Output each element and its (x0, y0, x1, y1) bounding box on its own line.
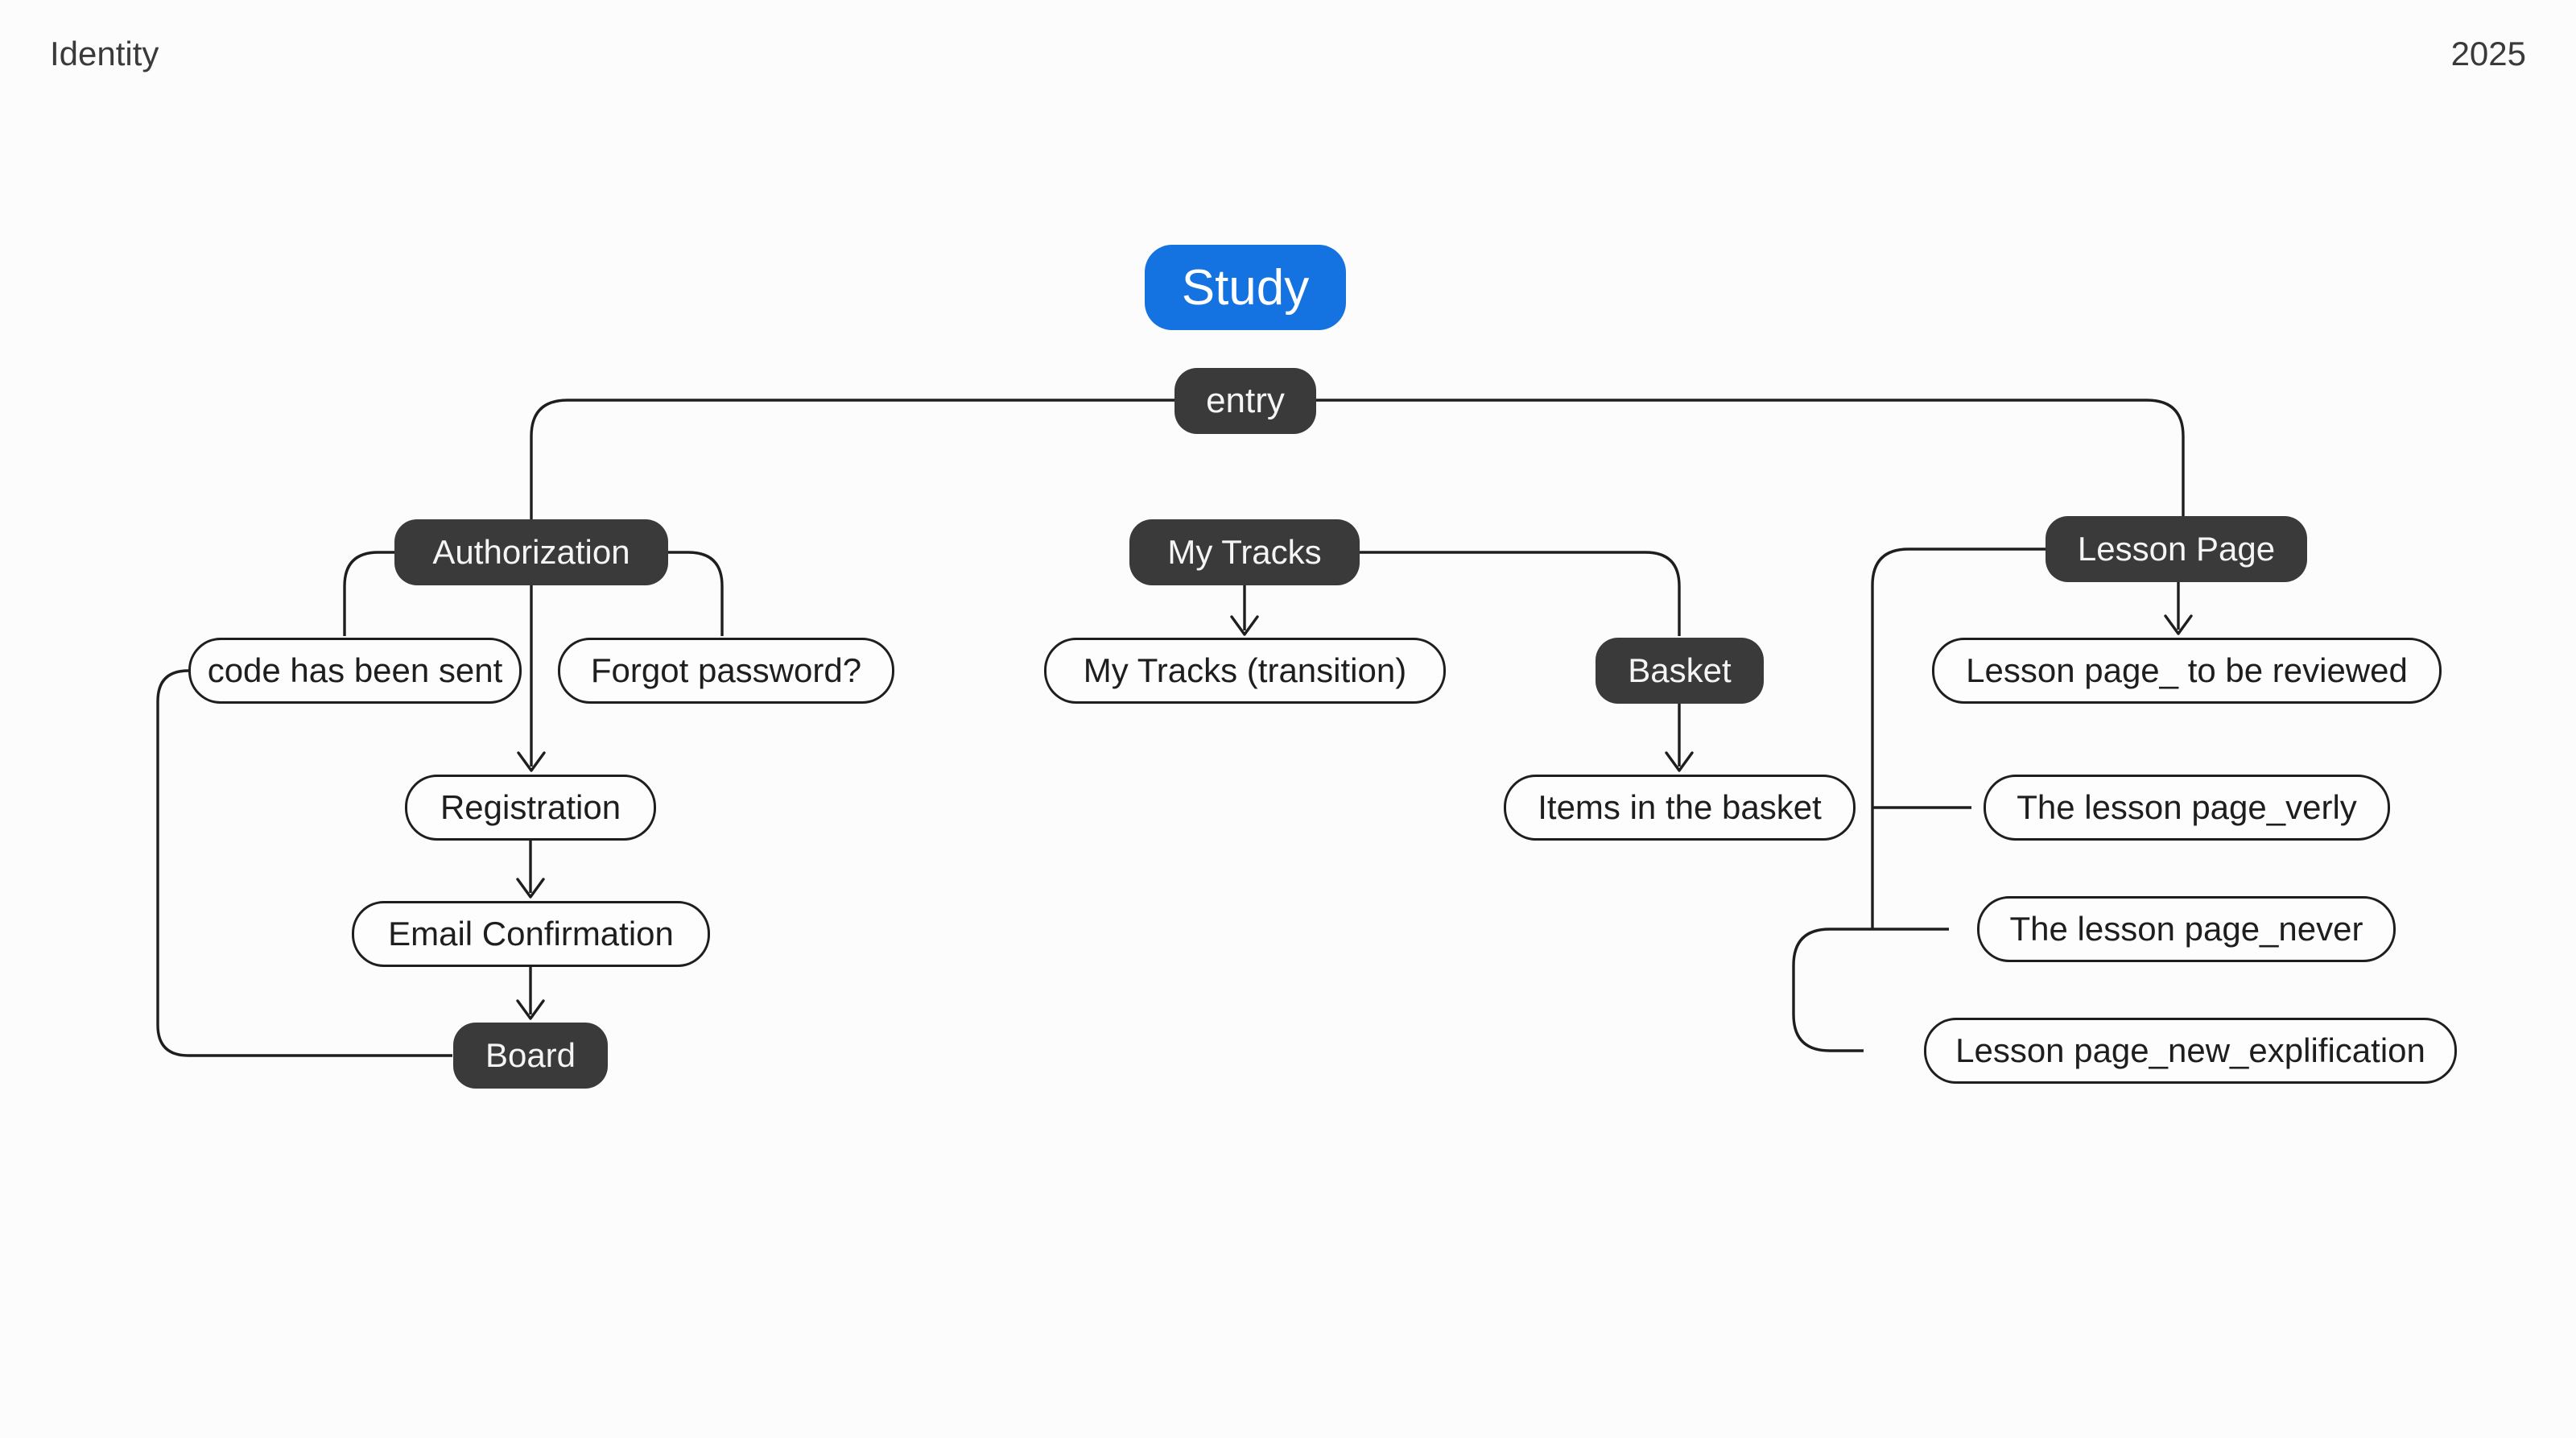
arrowhead-email (516, 878, 545, 899)
node-entry-label: entry (1206, 381, 1285, 420)
node-forgot-password-label: Forgot password? (590, 651, 862, 689)
node-items-in-basket-label: Items in the basket (1538, 788, 1822, 826)
board-year: 2025 (2450, 35, 2526, 72)
node-registration-label: Registration (440, 788, 621, 826)
arrowhead-board (516, 999, 545, 1020)
node-board-label: Board (485, 1036, 576, 1074)
node-my-tracks-label: My Tracks (1167, 533, 1322, 571)
node-my-tracks-transition-label: My Tracks (transition) (1083, 651, 1407, 689)
connector-spine-explification (1792, 928, 1872, 1052)
node-lesson-page-never[interactable]: The lesson page_never (1977, 896, 2396, 962)
connector-code-sent-board (156, 669, 452, 1057)
node-code-has-been-sent-label: code has been sent (207, 651, 503, 689)
connector-authorization-forgot-password (668, 551, 724, 636)
node-lesson-page-new-explification[interactable]: Lesson page_new_explification (1924, 1018, 2457, 1084)
node-lesson-page-verly[interactable]: The lesson page_verly (1984, 775, 2390, 841)
node-email-confirmation-label: Email Confirmation (388, 915, 674, 952)
connector-lesson-spine (1871, 548, 2046, 929)
node-my-tracks-transition[interactable]: My Tracks (transition) (1044, 638, 1446, 704)
node-my-tracks[interactable]: My Tracks (1129, 519, 1360, 585)
node-study[interactable]: Study (1145, 245, 1346, 330)
node-lesson-page-to-be-reviewed[interactable]: Lesson page_ to be reviewed (1932, 638, 2442, 704)
board-title: Identity (50, 35, 159, 72)
node-forgot-password[interactable]: Forgot password? (558, 638, 894, 704)
node-items-in-basket[interactable]: Items in the basket (1504, 775, 1856, 841)
node-registration[interactable]: Registration (405, 775, 656, 841)
arrowhead-items (1665, 751, 1694, 772)
node-basket[interactable]: Basket (1596, 638, 1764, 704)
connector-authorization-code-sent (343, 551, 394, 636)
node-board[interactable]: Board (453, 1023, 608, 1089)
node-entry[interactable]: entry (1174, 368, 1316, 434)
node-authorization[interactable]: Authorization (394, 519, 668, 585)
node-lesson-page[interactable]: Lesson Page (2046, 516, 2307, 582)
connector-mytracks-basket (1360, 551, 1681, 636)
node-lesson-page-label: Lesson Page (2077, 530, 2276, 568)
node-code-has-been-sent[interactable]: code has been sent (188, 638, 522, 704)
node-email-confirmation[interactable]: Email Confirmation (352, 901, 710, 967)
node-authorization-label: Authorization (432, 533, 630, 571)
node-study-label: Study (1181, 259, 1310, 316)
arrowhead-transition (1230, 615, 1259, 636)
arrowhead-reviewed (2164, 614, 2193, 635)
arrowhead-registration (517, 751, 546, 772)
node-lesson-page-to-be-reviewed-label: Lesson page_ to be reviewed (1966, 651, 2408, 689)
node-lesson-page-verly-label: The lesson page_verly (2017, 788, 2357, 826)
connector-entry-trunk (530, 399, 2185, 519)
node-basket-label: Basket (1628, 651, 1732, 689)
node-lesson-page-never-label: The lesson page_never (2009, 910, 2363, 948)
node-lesson-page-new-explification-label: Lesson page_new_explification (1955, 1031, 2425, 1069)
